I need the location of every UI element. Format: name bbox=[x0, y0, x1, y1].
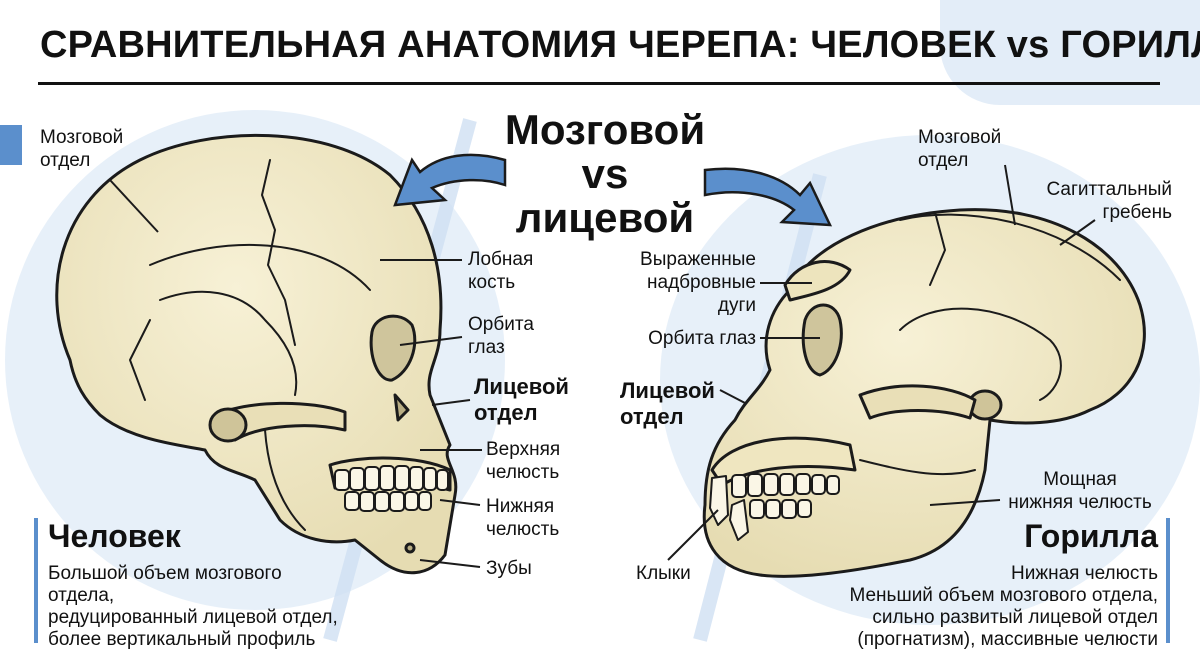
gorilla-label-facial: Лицевой отдел bbox=[620, 378, 715, 430]
human-label-lower-jaw-line-2: челюсть bbox=[486, 519, 560, 540]
center-heading-line-3: лицевой bbox=[515, 194, 695, 241]
gorilla-sagittal-crest-line bbox=[899, 213, 1121, 281]
gorilla-label-facial-line-2: отдел bbox=[620, 404, 684, 429]
human-label-cranial-line-2: отдел bbox=[40, 150, 91, 171]
human-skull bbox=[55, 133, 458, 575]
gorilla-muzzle bbox=[710, 436, 857, 487]
human-label-frontal-bone-line-2: кость bbox=[468, 272, 516, 293]
human-upper-teeth bbox=[334, 465, 449, 491]
human-orbit-socket bbox=[369, 314, 417, 382]
human-label-lower-jaw: Нижняя челюсть bbox=[486, 495, 559, 541]
gorilla-brow-ridge bbox=[783, 260, 852, 302]
human-label-facial-line-2: отдел bbox=[474, 400, 538, 425]
page-title: СРАВНИТЕЛЬНАЯ АНАТОМИЯ ЧЕРЕПА: ЧЕЛОВЕК v… bbox=[40, 24, 1200, 66]
gorilla-panel-description-line-2: Меньший объем мозгового отдела, bbox=[849, 585, 1158, 606]
human-squamosal-suture bbox=[159, 290, 298, 396]
human-label-upper-jaw-line-2: челюсть bbox=[486, 462, 560, 483]
human-label-upper-jaw: Верхняя челюсть bbox=[486, 438, 560, 484]
human-label-facial: Лицевой отдел bbox=[474, 374, 569, 426]
title-background bbox=[940, 0, 1200, 105]
gorilla-label-brow-ridges-line-1: Выраженные bbox=[640, 249, 756, 270]
gorilla-label-cranial-line-2: отдел bbox=[918, 150, 969, 171]
side-accent-tab bbox=[0, 125, 22, 165]
human-panel-description-line-2: отдела, bbox=[48, 585, 115, 606]
gorilla-label-eye-orbit: Орбита глаз bbox=[648, 328, 756, 349]
human-label-teeth: Зубы bbox=[486, 558, 532, 579]
gorilla-panel-title: Горилла bbox=[1024, 518, 1158, 554]
human-zygomatic-arch bbox=[213, 401, 347, 442]
human-lower-teeth bbox=[344, 491, 432, 512]
gorilla-zygomatic-arch bbox=[858, 384, 977, 420]
gorilla-mandible-line bbox=[859, 459, 976, 476]
human-label-upper-jaw-line-1: Верхняя bbox=[486, 439, 561, 460]
leader-lines bbox=[109, 164, 1096, 568]
gorilla-panel-description-line-3: сильно развитый лицевой отдел bbox=[872, 607, 1158, 628]
human-panel-description: Большой объем мозгового отдела, редуциро… bbox=[48, 563, 338, 651]
gorilla-label-brow-ridges-line-3: дуги bbox=[717, 295, 756, 316]
gorilla-label-facial-line-1: Лицевой bbox=[620, 378, 715, 403]
human-label-cranial-line-1: Мозговой bbox=[40, 127, 124, 148]
human-lambdoid-suture bbox=[129, 319, 151, 401]
gorilla-label-sagittal-crest-line-2: гребень bbox=[1102, 202, 1172, 223]
human-label-cranial: Мозговой отдел bbox=[40, 126, 123, 172]
gorilla-label-sagittal-crest-line-1: Сагиттальный bbox=[1046, 179, 1172, 200]
gorilla-label-powerful-jaw-line-1: Мощная bbox=[1043, 469, 1117, 490]
center-heading-line-2: vs bbox=[581, 150, 629, 197]
gorilla-panel-description-line-4: (прогнатизм), массивные челюсти bbox=[857, 629, 1158, 650]
gorilla-label-powerful-jaw-line-2: нижняя челюсть bbox=[1008, 492, 1152, 513]
gorilla-panel-description: Нижная челюсть Меньший объем мозгового о… bbox=[849, 563, 1158, 651]
gorilla-label-cranial-line-1: Мозговой bbox=[918, 127, 1002, 148]
human-panel-description-line-3: редуцированный лицевой отдел, bbox=[48, 607, 338, 628]
human-label-frontal-bone: Лобная кость bbox=[468, 248, 533, 294]
gorilla-panel-description-line-1: Нижная челюсть bbox=[1011, 563, 1158, 584]
right-arrow bbox=[703, 167, 833, 227]
gorilla-squamosal-suture bbox=[899, 307, 1062, 401]
human-info-panel: Человек Большой объем мозгового отдела, … bbox=[34, 518, 454, 651]
gorilla-label-powerful-jaw: Мощная нижняя челюсть bbox=[990, 468, 1170, 514]
human-panel-accent-bar bbox=[34, 518, 38, 643]
human-label-eye-orbit-line-1: Орбита bbox=[468, 314, 534, 335]
human-mental-foramen bbox=[404, 542, 416, 554]
gorilla-panel-accent-bar bbox=[1166, 518, 1170, 643]
gorilla-label-cranial: Мозговой отдел bbox=[918, 126, 1001, 172]
gorilla-orbit-socket bbox=[801, 303, 843, 377]
human-panel-description-line-1: Большой объем мозгового bbox=[48, 563, 282, 584]
center-heading: Мозговой vs лицевой bbox=[470, 108, 740, 240]
human-label-facial-line-1: Лицевой bbox=[474, 374, 569, 399]
gorilla-info-panel: Горилла Нижная челюсть Меньший объем моз… bbox=[760, 518, 1170, 651]
center-heading-line-1: Мозговой bbox=[504, 106, 706, 153]
gorilla-label-canines: Клыки bbox=[636, 563, 691, 584]
left-arrow bbox=[393, 153, 507, 207]
human-mandible-ramus bbox=[264, 429, 306, 531]
human-panel-title: Человек bbox=[48, 518, 181, 554]
human-ear-hole bbox=[208, 407, 248, 443]
title-underline bbox=[38, 82, 1160, 85]
human-label-frontal-bone-line-1: Лобная bbox=[468, 249, 534, 270]
human-label-eye-orbit: Орбита глаз bbox=[468, 313, 534, 359]
gorilla-skull bbox=[702, 208, 1146, 578]
comparison-arrows bbox=[393, 153, 833, 227]
human-temporal-line bbox=[149, 243, 371, 291]
gorilla-lower-teeth bbox=[729, 499, 812, 541]
gorilla-coronal-suture bbox=[929, 211, 946, 286]
human-label-eye-orbit-line-2: глаз bbox=[468, 337, 505, 358]
gorilla-label-brow-ridges-line-2: надбровные bbox=[647, 272, 756, 293]
gorilla-label-brow-ridges: Выраженные надбровные дуги bbox=[600, 248, 756, 317]
human-coronal-suture bbox=[261, 159, 296, 346]
human-label-lower-jaw-line-1: Нижняя bbox=[486, 496, 555, 517]
human-nasal-opening bbox=[393, 393, 410, 422]
gorilla-label-sagittal-crest: Сагиттальный гребень bbox=[1020, 178, 1172, 224]
human-panel-description-line-4: более вертикальный профиль bbox=[48, 629, 316, 650]
